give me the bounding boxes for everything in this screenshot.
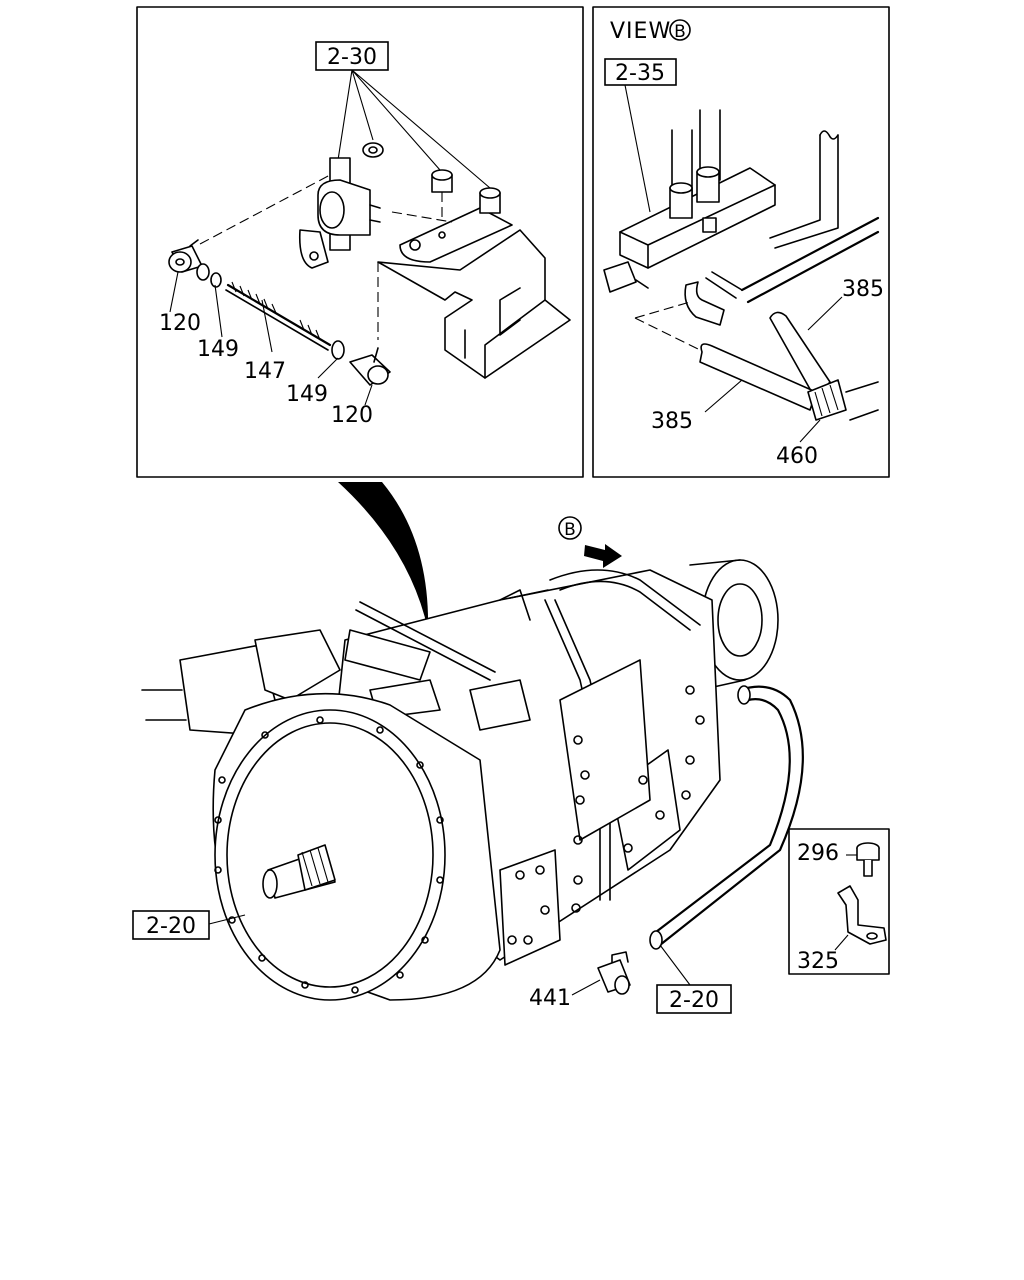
part-149-label-b[interactable]: 149 — [286, 382, 328, 407]
part-385-label-b[interactable]: 385 — [651, 409, 693, 434]
view-letter: B — [674, 22, 686, 42]
clamp-inset-panel: 296 325 — [788, 828, 890, 975]
ref-2-20-left-label: 2-20 — [146, 914, 196, 939]
part-149-label-a[interactable]: 149 — [197, 337, 239, 362]
ref-2-20-bottom-label: 2-20 — [669, 988, 719, 1013]
part-296-label[interactable]: 296 — [797, 841, 839, 866]
part-385-label-a[interactable]: 385 — [842, 277, 884, 302]
part-441-label[interactable]: 441 — [529, 986, 571, 1011]
ref-box-2-30[interactable]: 2-30 — [315, 41, 389, 71]
ref-box-2-20-bottom[interactable]: 2-20 — [656, 984, 732, 1014]
ref-box-2-20-left[interactable]: 2-20 — [132, 910, 210, 940]
part-325-label[interactable]: 325 — [797, 949, 839, 974]
detail-pointer-arrow — [338, 482, 429, 630]
view-title: VIEW — [610, 19, 671, 44]
ref-2-35-label: 2-35 — [615, 61, 665, 86]
ref-2-30-label: 2-30 — [327, 45, 377, 70]
view-letter-circle — [669, 19, 691, 41]
view-b-indicator[interactable]: B — [558, 516, 622, 568]
transmission-assembly — [141, 559, 804, 1001]
part-147-label[interactable]: 147 — [244, 359, 286, 384]
part-120-label-b[interactable]: 120 — [331, 403, 373, 428]
ref-box-2-35[interactable]: 2-35 — [604, 58, 677, 86]
view-b-panel: VIEW B 2-35 — [592, 6, 890, 478]
svg-text:B: B — [564, 520, 576, 540]
linkage-detail-panel: 2-30 — [136, 6, 584, 478]
part-120-label-a[interactable]: 120 — [159, 311, 201, 336]
part-460-label[interactable]: 460 — [776, 444, 818, 469]
